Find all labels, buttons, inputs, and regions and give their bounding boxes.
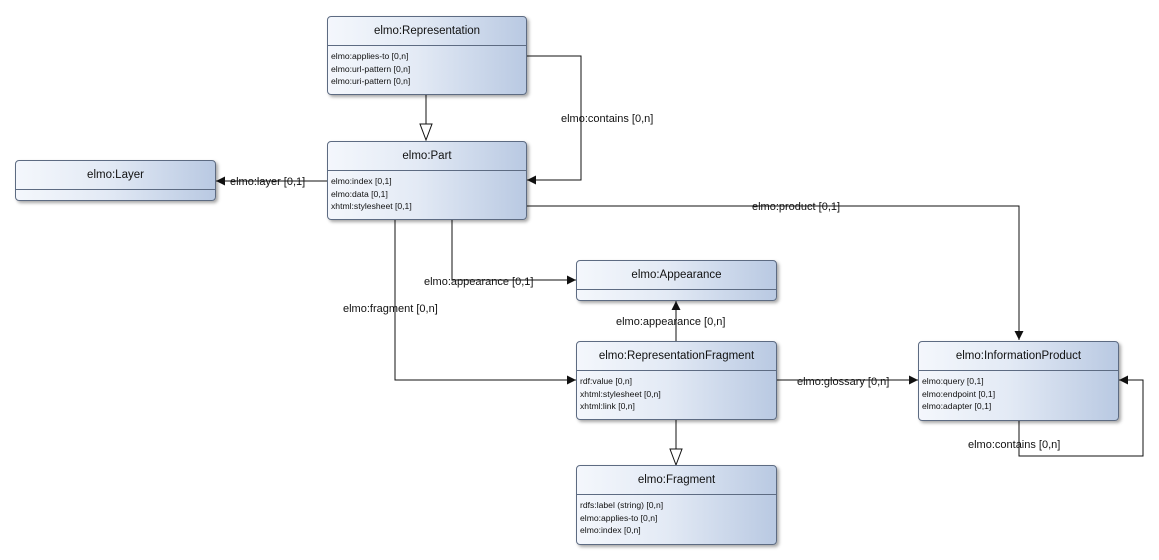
label-contains-representation-part: elmo:contains [0,n] — [561, 113, 653, 125]
class-attribute: xhtml:stylesheet [0,n] — [580, 388, 661, 399]
class-attributes: elmo:index [0,1] elmo:data [0,1] xhtml:s… — [328, 170, 526, 213]
label-contains-information-product: elmo:contains [0,n] — [968, 439, 1060, 451]
generalization-arrowhead-icon — [669, 448, 683, 467]
class-name: elmo:Fragment — [637, 474, 716, 486]
class-box-fragment[interactable]: elmo:Fragment rdfs:label (string) [0,n] … — [576, 465, 777, 545]
label-fragment: elmo:fragment [0,n] — [343, 303, 438, 315]
edge-fragment — [394, 220, 576, 385]
class-attribute: elmo:url-pattern [0,n] — [331, 63, 411, 74]
class-attributes — [577, 289, 776, 302]
class-name: elmo:Appearance — [631, 269, 722, 281]
class-attributes: rdfs:label (string) [0,n] elmo:applies-t… — [577, 494, 776, 537]
class-attribute: elmo:applies-to [0,n] — [580, 512, 658, 523]
class-attribute: xhtml:stylesheet [0,1] — [331, 201, 412, 211]
generalization-arrowhead-icon — [419, 123, 433, 142]
class-attributes: elmo:applies-to [0,n] elmo:url-pattern [… — [328, 45, 526, 88]
label-product: elmo:product [0,1] — [752, 201, 840, 213]
class-box-layer[interactable]: elmo:Layer — [15, 160, 216, 201]
edge-contains-representation-part — [527, 55, 582, 185]
class-attribute: rdfs:label (string) [0,n] — [580, 500, 664, 510]
edge-product — [527, 205, 1024, 340]
class-attribute: elmo:adapter [0,1] — [922, 401, 992, 411]
class-box-appearance[interactable]: elmo:Appearance — [576, 260, 777, 301]
class-box-part[interactable]: elmo:Part elmo:index [0,1] elmo:data [0,… — [327, 141, 527, 220]
class-attributes: rdf:value [0,n] xhtml:stylesheet [0,n] x… — [577, 370, 776, 413]
class-attribute: elmo:applies-to [0,n] — [331, 51, 409, 61]
class-name: elmo:Representation — [373, 25, 481, 37]
class-box-information-product[interactable]: elmo:InformationProduct elmo:query [0,1]… — [918, 341, 1119, 421]
class-attribute: elmo:data [0,1] — [331, 188, 388, 199]
class-attribute: elmo:query [0,1] — [922, 376, 984, 386]
label-appearance-fragment: elmo:appearance [0,n] — [616, 316, 725, 328]
class-attributes: elmo:query [0,1] elmo:endpoint [0,1] elm… — [919, 370, 1118, 413]
class-name: elmo:InformationProduct — [955, 350, 1082, 362]
class-attribute: xhtml:link [0,n] — [580, 401, 635, 411]
edge-appearance-part — [451, 220, 576, 285]
class-attribute: elmo:endpoint [0,1] — [922, 388, 996, 399]
class-box-representation[interactable]: elmo:Representation elmo:applies-to [0,n… — [327, 16, 527, 95]
class-attribute: elmo:index [0,n] — [580, 525, 641, 535]
class-attribute: elmo:uri-pattern [0,n] — [331, 76, 411, 86]
label-glossary: elmo:glossary [0,n] — [797, 376, 889, 388]
label-layer: elmo:layer [0,1] — [230, 176, 305, 188]
label-appearance-part: elmo:appearance [0,1] — [424, 276, 533, 288]
class-attributes — [16, 189, 215, 202]
edge-contains-information-product — [1018, 375, 1144, 457]
class-name: elmo:Layer — [87, 169, 144, 181]
class-attribute: elmo:index [0,1] — [331, 176, 392, 186]
class-box-representation-fragment[interactable]: elmo:RepresentationFragment rdf:value [0… — [576, 341, 777, 420]
class-name: elmo:Part — [402, 150, 452, 162]
class-attribute: rdf:value [0,n] — [580, 376, 633, 386]
class-name: elmo:RepresentationFragment — [598, 350, 755, 362]
